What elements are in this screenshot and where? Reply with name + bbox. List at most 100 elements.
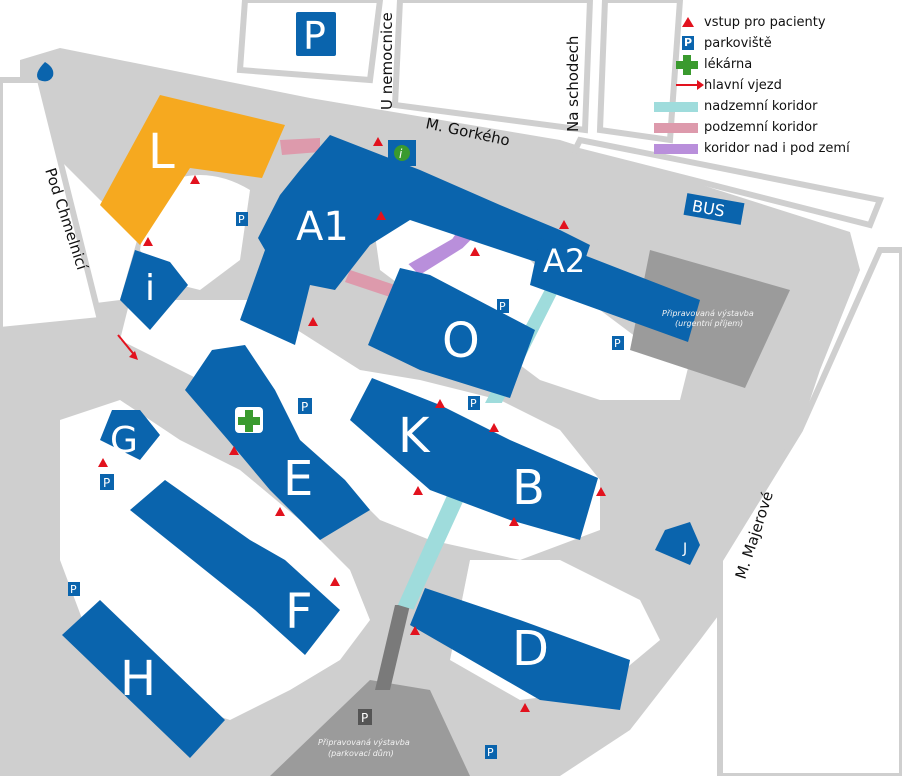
main-parking-letter: P	[303, 14, 326, 58]
parking-marker: P	[298, 398, 312, 414]
entrance-marker	[143, 237, 153, 246]
planned-notes: Připravovaná výstavba (urgentní příjem) …	[318, 309, 754, 758]
corridor-above-swatch	[654, 102, 698, 112]
entrance-marker	[435, 399, 445, 408]
parking-icon: P	[682, 36, 694, 50]
entrance-marker	[308, 317, 318, 326]
planned-garage-line1: Připravovaná výstavba	[318, 738, 410, 747]
building-labels: L A1 A2 i O K B E G F D H J	[110, 124, 687, 707]
entrance-marker	[596, 487, 606, 496]
street-na-schodech: Na schodech	[564, 36, 582, 132]
building-a2-shape	[530, 238, 700, 342]
legend-pharmacy: lékárna	[676, 54, 896, 75]
label-a1: A1	[296, 204, 349, 250]
svg-text:P: P	[301, 400, 308, 414]
info-icon: i	[388, 140, 416, 166]
water-drop-icon	[37, 62, 54, 82]
planned-garage-line2: (parkovací dům)	[328, 748, 394, 758]
svg-text:P: P	[361, 711, 368, 725]
building-g-shape	[100, 410, 160, 460]
parking-markers: P P P P P P P P P	[68, 212, 624, 759]
label-k: K	[398, 408, 431, 464]
parking-marker: P	[358, 709, 372, 725]
building-h-shape	[62, 600, 225, 758]
legend-corridor-under: podzemní koridor	[654, 117, 896, 138]
svg-text:P: P	[103, 476, 110, 490]
entrance-marker	[520, 703, 530, 712]
arrow-icon	[676, 80, 704, 90]
label-i: i	[145, 268, 155, 309]
parking-marker: P	[497, 299, 509, 313]
parking-marker: P	[100, 474, 114, 490]
svg-text:P: P	[614, 337, 621, 350]
planned-garage-area	[270, 680, 470, 776]
entrance-marker	[470, 247, 480, 256]
label-h: H	[120, 651, 156, 707]
entrance-marker	[413, 486, 423, 495]
main-parking-sign: P	[296, 12, 336, 58]
building-e-shape	[185, 345, 370, 540]
building-d-shape	[410, 588, 630, 710]
garage-ramp	[375, 605, 410, 690]
entrance-triangle-icon	[682, 17, 694, 27]
parking-marker: P	[468, 396, 480, 410]
label-e: E	[283, 451, 313, 507]
street-u-nemocnice: U nemocnice	[378, 12, 396, 110]
planned-urgent-area	[630, 250, 790, 388]
entrance-marker	[275, 507, 285, 516]
label-a2: A2	[543, 242, 585, 280]
entrance-marker	[373, 137, 383, 146]
entrance-marker	[376, 211, 386, 220]
entrance-marker	[509, 517, 519, 526]
planned-urgent-line1: Připravovaná výstavba	[662, 309, 754, 318]
building-i-shape	[120, 250, 188, 330]
legend-entrance: vstup pro pacienty	[676, 12, 896, 33]
label-g: G	[110, 420, 138, 461]
legend-corridor-above: nadzemní koridor	[654, 96, 896, 117]
parking-marker: P	[68, 582, 80, 596]
corridor-both-swatch	[654, 144, 698, 154]
label-d: D	[512, 621, 549, 677]
building-j-shape	[655, 522, 700, 565]
building-l-shape	[100, 95, 285, 245]
label-j: J	[682, 541, 687, 557]
corridor-under-swatch	[654, 123, 698, 133]
svg-text:P: P	[238, 213, 245, 226]
svg-text:P: P	[70, 583, 77, 596]
buildings	[62, 95, 700, 758]
entrance-marker	[190, 175, 200, 184]
entrance-marker	[559, 220, 569, 229]
building-o-shape	[368, 268, 535, 398]
entrance-markers	[98, 137, 606, 712]
building-k-shape	[350, 378, 598, 540]
legend-main-entry: hlavní vjezd	[676, 75, 896, 96]
label-o: O	[442, 313, 480, 369]
label-f: F	[285, 584, 313, 640]
parking-marker: P	[236, 212, 248, 226]
entrance-marker	[410, 626, 420, 635]
parking-marker: P	[612, 336, 624, 350]
pharmacy-icon	[235, 407, 263, 433]
label-l: L	[148, 124, 175, 180]
svg-text:P: P	[470, 397, 477, 410]
planned-urgent-line2: (urgentní příjem)	[675, 319, 743, 328]
building-a1-shape	[240, 135, 590, 345]
building-f-shape	[130, 480, 340, 655]
legend-corridor-both: koridor nad i pod zemí	[654, 138, 896, 159]
main-entry-arrow	[117, 334, 138, 360]
bus-stop: BUS	[683, 193, 745, 225]
entrance-marker	[229, 446, 239, 455]
pharmacy-cross-icon	[676, 55, 698, 75]
svg-text:P: P	[499, 300, 506, 313]
parking-marker: P	[485, 745, 497, 759]
entrance-marker	[330, 577, 340, 586]
svg-text:i: i	[399, 147, 403, 161]
entrance-marker	[98, 458, 108, 467]
entrance-marker	[489, 423, 499, 432]
label-b: B	[512, 460, 545, 516]
svg-text:P: P	[487, 746, 494, 759]
